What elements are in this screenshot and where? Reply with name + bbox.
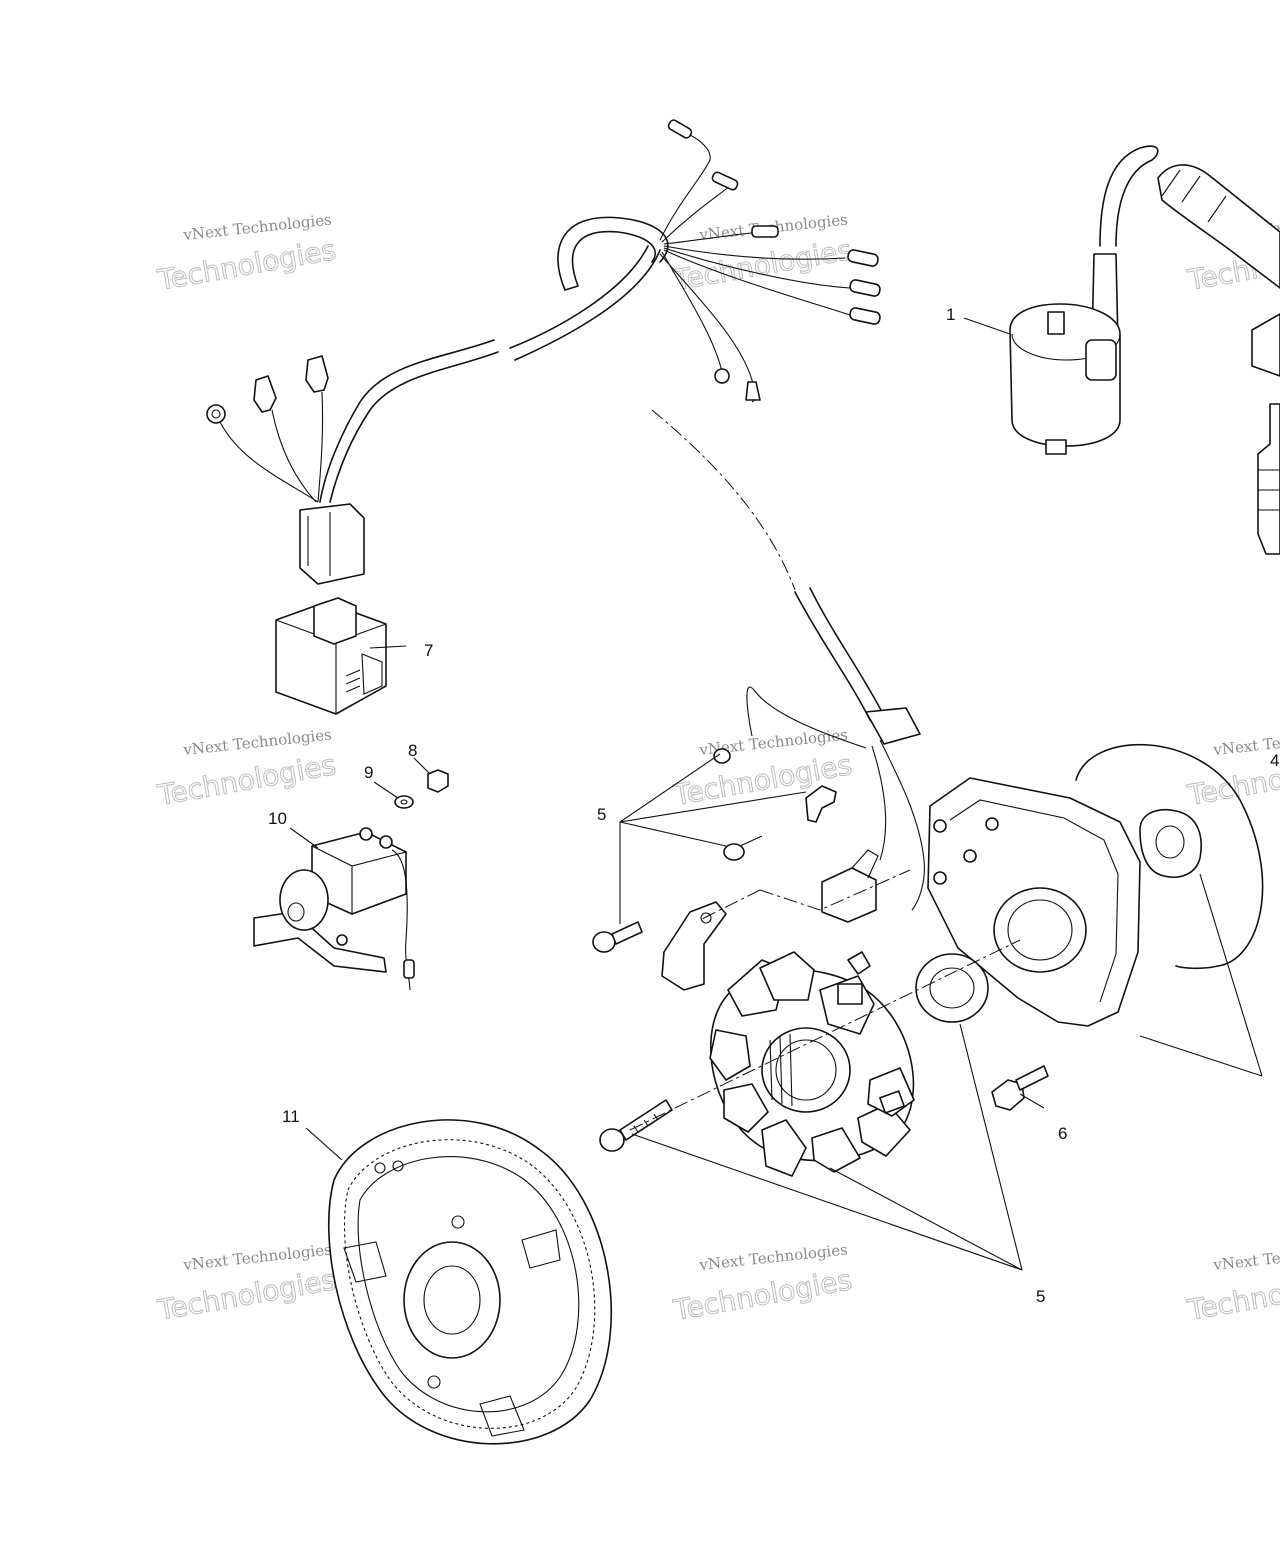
callout-5-bottom: 5 xyxy=(1036,1287,1045,1306)
svg-text:Technologies: Technologies xyxy=(1185,748,1280,812)
wire-clamp xyxy=(805,785,837,823)
starter-solenoid xyxy=(253,827,415,991)
wiring-harness xyxy=(206,119,881,585)
screw-bracket xyxy=(592,921,643,953)
svg-text:Technologies: Technologies xyxy=(671,1263,855,1327)
screw-top xyxy=(713,748,731,764)
watermark-mid-left: vNext Technologies Technologies xyxy=(154,726,339,813)
centerline-bracket xyxy=(699,869,911,921)
spark-plug-cap xyxy=(1157,164,1280,377)
callout-6: 6 xyxy=(1058,1124,1067,1143)
pickup-sensor xyxy=(821,849,879,923)
svg-text:Technologies: Technologies xyxy=(155,748,339,812)
o-ring xyxy=(1075,743,1264,970)
callout-4: 4 xyxy=(1270,751,1279,770)
callout-1: 1 xyxy=(946,305,955,324)
watermark-bottom-left: vNext Technologies Technologies xyxy=(154,1241,339,1328)
watermark-mid-right: vNext Technologies Technologies xyxy=(1184,726,1280,813)
stator xyxy=(709,951,915,1177)
flywheel xyxy=(328,1119,613,1445)
centerline-stator xyxy=(629,939,1021,1131)
svg-text:Technologies: Technologies xyxy=(1185,1263,1280,1327)
watermark-top-left: vNext Technologies Technologies xyxy=(154,211,339,298)
nut xyxy=(427,769,449,793)
svg-text:vNext Technologies: vNext Technologies xyxy=(1212,1241,1280,1275)
watermark-bottom-right: vNext Technologies Technologies xyxy=(1184,1241,1280,1328)
spark-plug xyxy=(1257,403,1280,555)
svg-text:Technologies: Technologies xyxy=(155,233,339,297)
leader-lines xyxy=(289,317,1263,1271)
oil-seal xyxy=(915,953,989,1023)
svg-text:Technologies: Technologies xyxy=(155,1263,339,1327)
callout-5-top: 5 xyxy=(597,805,606,824)
watermark-bottom-center: vNext Technologies Technologies xyxy=(670,1241,855,1328)
callout-7: 7 xyxy=(424,641,433,660)
callout-9: 9 xyxy=(364,763,373,782)
screw-part-6 xyxy=(991,1065,1049,1111)
screw-long xyxy=(599,1099,673,1152)
stator-lead xyxy=(746,587,925,911)
watermark-top-center: vNext Technologies Technologies xyxy=(670,211,855,298)
callout-11: 11 xyxy=(282,1107,300,1126)
screw-mid xyxy=(723,835,763,861)
stator-housing xyxy=(927,777,1202,1027)
washer xyxy=(394,795,414,809)
cdi-module xyxy=(275,597,387,715)
centerline-harness xyxy=(651,409,796,591)
callout-10: 10 xyxy=(268,809,287,828)
stator-bracket xyxy=(661,901,727,991)
callout-8: 8 xyxy=(408,741,417,760)
ignition-coil xyxy=(1009,145,1159,455)
